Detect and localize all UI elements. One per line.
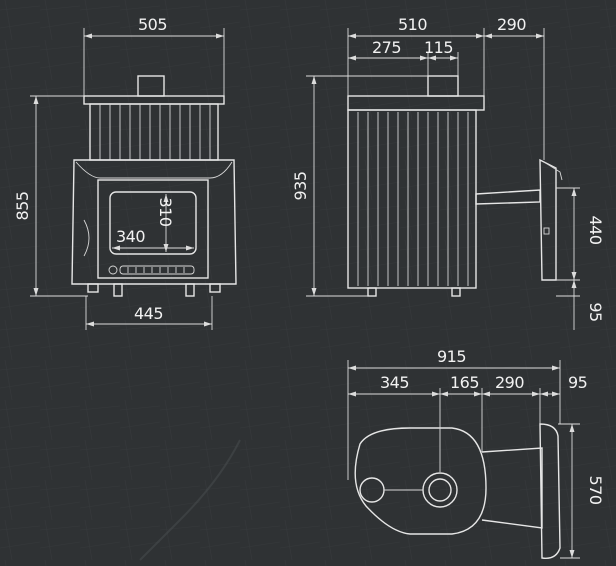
side-view: 510 290 275 115 935 440 95 xyxy=(291,15,605,330)
side-ribs xyxy=(357,112,469,286)
label-top-width: 570 xyxy=(586,475,605,504)
label-tank-depth: 290 xyxy=(497,15,526,34)
front-body xyxy=(71,159,237,285)
label-flue-width: 115 xyxy=(424,38,453,57)
label-side-width: 510 xyxy=(398,15,427,34)
front-door-frame xyxy=(97,179,209,279)
label-front-width-bottom: 445 xyxy=(134,304,163,323)
front-vent-slots xyxy=(127,267,185,273)
label-side-offset: 275 xyxy=(372,38,401,57)
label-top-seg-2: 165 xyxy=(450,373,479,392)
label-tank-height: 440 xyxy=(586,215,605,244)
top-tunnel xyxy=(481,447,543,529)
front-vent-strip xyxy=(119,265,195,275)
label-side-height: 935 xyxy=(291,171,310,200)
label-door-height: 310 xyxy=(156,197,175,226)
chalk-smudge xyxy=(139,439,241,561)
side-tank-tap xyxy=(543,227,550,235)
top-view: 915 345 165 290 95 570 xyxy=(347,347,605,559)
front-leg-left xyxy=(87,283,99,293)
front-leg-inner-left xyxy=(113,283,123,297)
label-top-total: 915 xyxy=(437,347,466,366)
label-top-seg-4: 95 xyxy=(568,373,587,392)
front-top-curve xyxy=(75,161,233,179)
side-leg-right xyxy=(451,287,461,297)
label-door-width: 340 xyxy=(116,227,145,246)
front-leg-inner-right xyxy=(185,283,195,297)
front-grid-bars xyxy=(99,104,211,160)
label-front-height: 855 xyxy=(13,191,32,220)
front-side-handle xyxy=(83,219,90,257)
top-body-outline xyxy=(354,427,487,535)
side-leg-left xyxy=(367,287,377,297)
label-top-seg-1: 345 xyxy=(380,373,409,392)
front-door-knob xyxy=(108,265,118,275)
label-top-seg-3: 290 xyxy=(495,373,524,392)
top-tank xyxy=(539,423,561,559)
label-leg-height: 95 xyxy=(586,302,605,321)
front-door-glass xyxy=(109,191,197,255)
side-tank-lip xyxy=(543,161,563,181)
label-front-width-top: 505 xyxy=(138,15,167,34)
front-view: 505 855 445 310 340 xyxy=(13,15,237,330)
front-leg-right xyxy=(209,283,221,293)
top-flue-inner xyxy=(428,478,452,502)
